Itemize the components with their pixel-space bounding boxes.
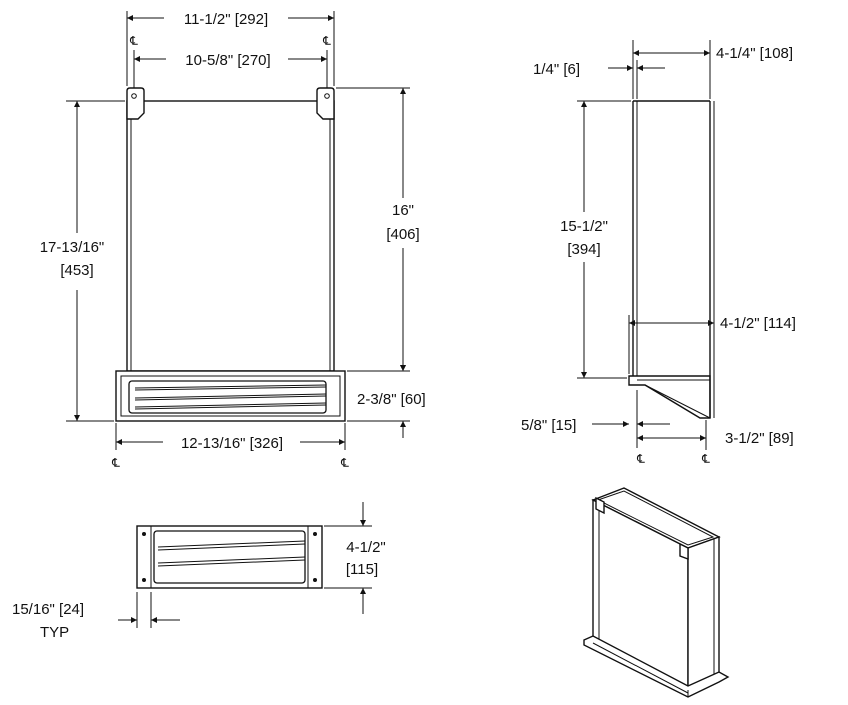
bottom-view-grille (153, 530, 306, 584)
front-view: 11-1/2" [292] ℄ ℄ 10-5/8" [270] 17-13/16… (40, 11, 426, 470)
isometric-view (583, 487, 730, 698)
side-front-offset-label: 5/8" [15] (521, 417, 576, 434)
front-grille-height-label: 2-3/8" [60] (357, 391, 426, 408)
front-cabinet-height-label: 16" (392, 202, 414, 219)
front-flange-width-label: 12-13/16" [326] (181, 435, 283, 452)
centerline-symbol: ℄ (111, 456, 120, 470)
bottom-view: 4-1/2" [115] 15/16" [24] TYP (12, 502, 386, 641)
front-overall-height-label: 17-13/16" (40, 239, 105, 256)
front-cabinet-body (126, 100, 335, 372)
centerline-symbol: ℄ (129, 34, 138, 48)
side-height-label: 15-1/2" (560, 218, 608, 235)
bottom-view-height-mm-label: [115] (346, 561, 378, 578)
side-view: 4-1/4" [108] 1/4" [6] 15-1/2" [394] 4-1/… (521, 40, 796, 466)
side-base-slant (628, 375, 711, 419)
centerline-symbol: ℄ (636, 452, 645, 466)
centerline-symbol: ℄ (701, 452, 710, 466)
front-mounting-tab-left (126, 87, 145, 120)
side-height-mm-label: [394] (567, 241, 600, 258)
side-overall-depth-label: 4-1/4" [108] (716, 45, 793, 62)
centerline-symbol: ℄ (340, 456, 349, 470)
centerline-symbol: ℄ (322, 34, 331, 48)
side-bottom-depth-label: 4-1/2" [114] (720, 315, 796, 332)
side-centerline-spacing-label: 3-1/2" [89] (725, 430, 794, 447)
side-back-offset-label: 1/4" [6] (533, 61, 580, 78)
front-mounting-tab-right (316, 87, 335, 120)
front-overall-height-mm-label: [453] (60, 262, 93, 279)
front-overall-width-label: 11-1/2" [292] (184, 11, 268, 28)
bottom-view-flange-note: TYP (40, 624, 69, 641)
front-cabinet-height-mm-label: [406] (386, 226, 419, 243)
iso-bottom-flange (583, 635, 730, 698)
front-centerline-spacing-label: 10-5/8" [270] (185, 52, 270, 69)
bottom-view-flange-width-label: 15/16" [24] (12, 601, 84, 618)
bottom-view-height-label: 4-1/2" (346, 539, 386, 556)
